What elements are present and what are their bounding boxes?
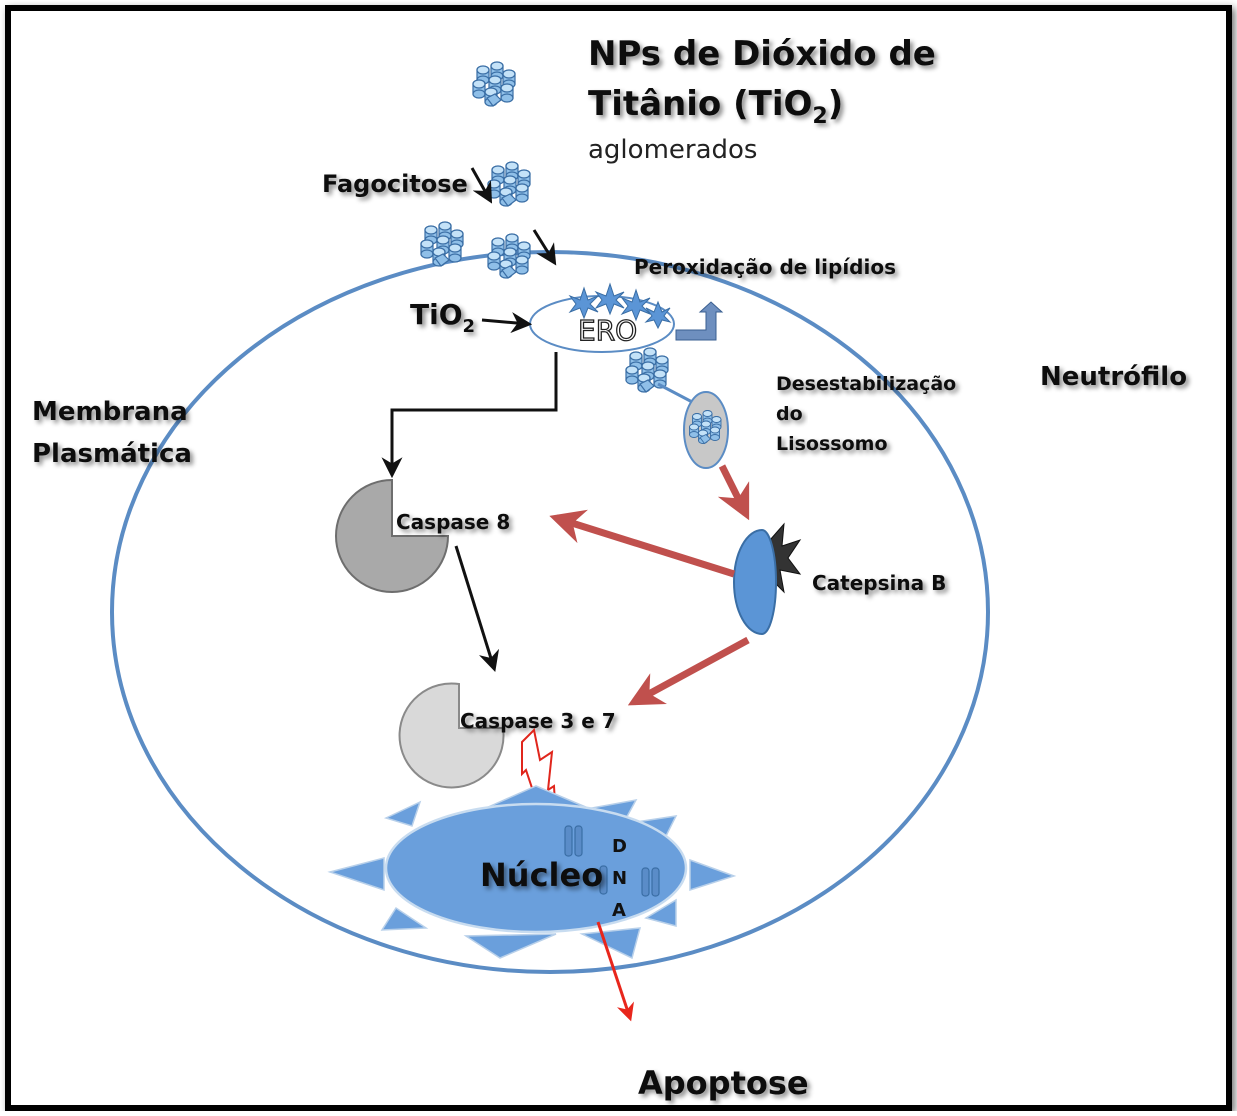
title-subtitle: aglomerados [588, 135, 757, 165]
caspase8-to-caspase37-arrow [454, 545, 500, 673]
title-line1: NPs de Dióxido de [588, 34, 936, 74]
membrana-label-line2: Plasmática [32, 439, 192, 469]
title-line2: Titânio (TiO2) [588, 84, 843, 129]
dna-chromosomes [564, 825, 660, 897]
desestabilizacao-line2: do [776, 403, 803, 425]
catepsina-to-caspase37-arrow [627, 636, 750, 706]
catepsina-shape [733, 522, 802, 636]
caspase8-label: Caspase 8 [396, 510, 510, 534]
caspase37-label: Caspase 3 e 7 [460, 709, 616, 733]
ero-to-caspase8-arrow [381, 352, 558, 479]
dna-letter-n: N [612, 868, 627, 889]
nucleo-label: Núcleo [480, 856, 603, 894]
fagocitose-arrow-2 [532, 229, 557, 266]
increase-arrow-icon [675, 301, 724, 341]
catepsina-label: Catepsina B [812, 571, 946, 595]
dna-letter-a: A [612, 900, 626, 921]
desestabilizacao-line3: Lisossomo [776, 433, 888, 455]
nucleus-to-apoptose-arrow [596, 921, 634, 1022]
desestabilizacao-line1: Desestabilização [776, 373, 956, 395]
ero-label: ERO [578, 314, 637, 347]
fagocitose-arrow-1 [470, 167, 493, 204]
lysosome-to-catepsina-arrow [717, 464, 750, 521]
fagocitose-label: Fagocitose [322, 170, 468, 198]
nucleus [384, 802, 688, 934]
peroxidacao-label: Peroxidação de lipídios [634, 255, 896, 279]
dna-letter-d: D [612, 836, 627, 857]
ero-to-lysosome-line [657, 382, 697, 406]
tio2-arrow [481, 312, 533, 334]
catepsina-to-caspase8-arrow [549, 509, 736, 578]
caspase8-shape [335, 478, 450, 593]
nucleus-spikes [327, 785, 737, 960]
caspase37-shape [398, 682, 505, 789]
figure-frame [5, 5, 1232, 1111]
ero-spikes [568, 282, 672, 330]
apoptose-label: Apoptose [638, 1064, 809, 1102]
membrana-label-line1: Membrana [32, 397, 188, 427]
tio2-label: TiO2 [410, 298, 475, 337]
neutrofilo-label: Neutrófilo [1040, 362, 1187, 392]
